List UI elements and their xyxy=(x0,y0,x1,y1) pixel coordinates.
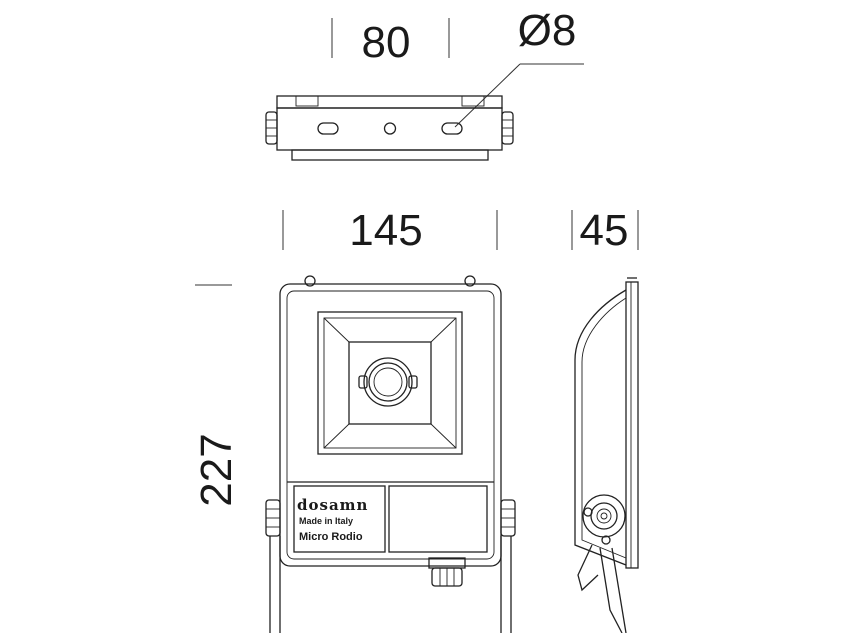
side-view: 45 xyxy=(571,206,639,633)
front-view: 145 227 dosamn Made in Italy Micro Rodio xyxy=(192,206,516,633)
bracket-right-arm xyxy=(500,536,512,633)
side-pivot-screw-lower xyxy=(601,535,611,545)
side-housing-inner xyxy=(581,297,627,559)
top-view-tab-left xyxy=(295,95,319,107)
side-housing xyxy=(574,289,627,566)
lens-frame-inner xyxy=(323,317,457,449)
bracket-left-arm xyxy=(269,536,281,633)
top-view-slot-right xyxy=(441,122,463,135)
side-pivot-inner xyxy=(596,508,612,524)
dim-height: 227 xyxy=(192,433,241,506)
led-clip-right xyxy=(408,375,418,389)
led-clip-left xyxy=(358,375,368,389)
brand-logo: dosamn xyxy=(297,496,368,514)
top-view-tab-right xyxy=(461,95,485,107)
front-outer-body xyxy=(279,283,502,567)
side-pivot-center xyxy=(600,512,608,520)
dim-side-depth: 45 xyxy=(580,206,629,255)
made-in-label: Made in Italy xyxy=(299,516,353,526)
top-view-hole-center xyxy=(383,122,397,135)
front-inner-edge xyxy=(286,290,495,560)
top-view: 80 Ø8 xyxy=(265,6,584,161)
dim-hole-diameter: Ø8 xyxy=(518,6,577,55)
label-plate xyxy=(293,485,386,553)
lens-frame xyxy=(317,311,463,455)
cover-plate xyxy=(388,485,488,553)
model-label: Micro Rodio xyxy=(299,531,363,543)
side-bracket xyxy=(577,544,627,633)
side-front-plate xyxy=(625,281,639,569)
led-lens-inner xyxy=(373,367,403,397)
lens-reflector xyxy=(348,341,432,425)
side-pivot-screw xyxy=(583,507,593,517)
front-ear-left xyxy=(304,275,316,287)
led-lens-outer xyxy=(363,357,413,407)
top-view-slot-left xyxy=(317,122,339,135)
led-lens-mid xyxy=(368,362,408,402)
dim-front-width: 145 xyxy=(349,206,422,255)
side-pivot-mid xyxy=(590,502,618,530)
top-view-base xyxy=(291,149,489,161)
dim-top-width: 80 xyxy=(362,18,411,67)
front-ear-right xyxy=(464,275,476,287)
